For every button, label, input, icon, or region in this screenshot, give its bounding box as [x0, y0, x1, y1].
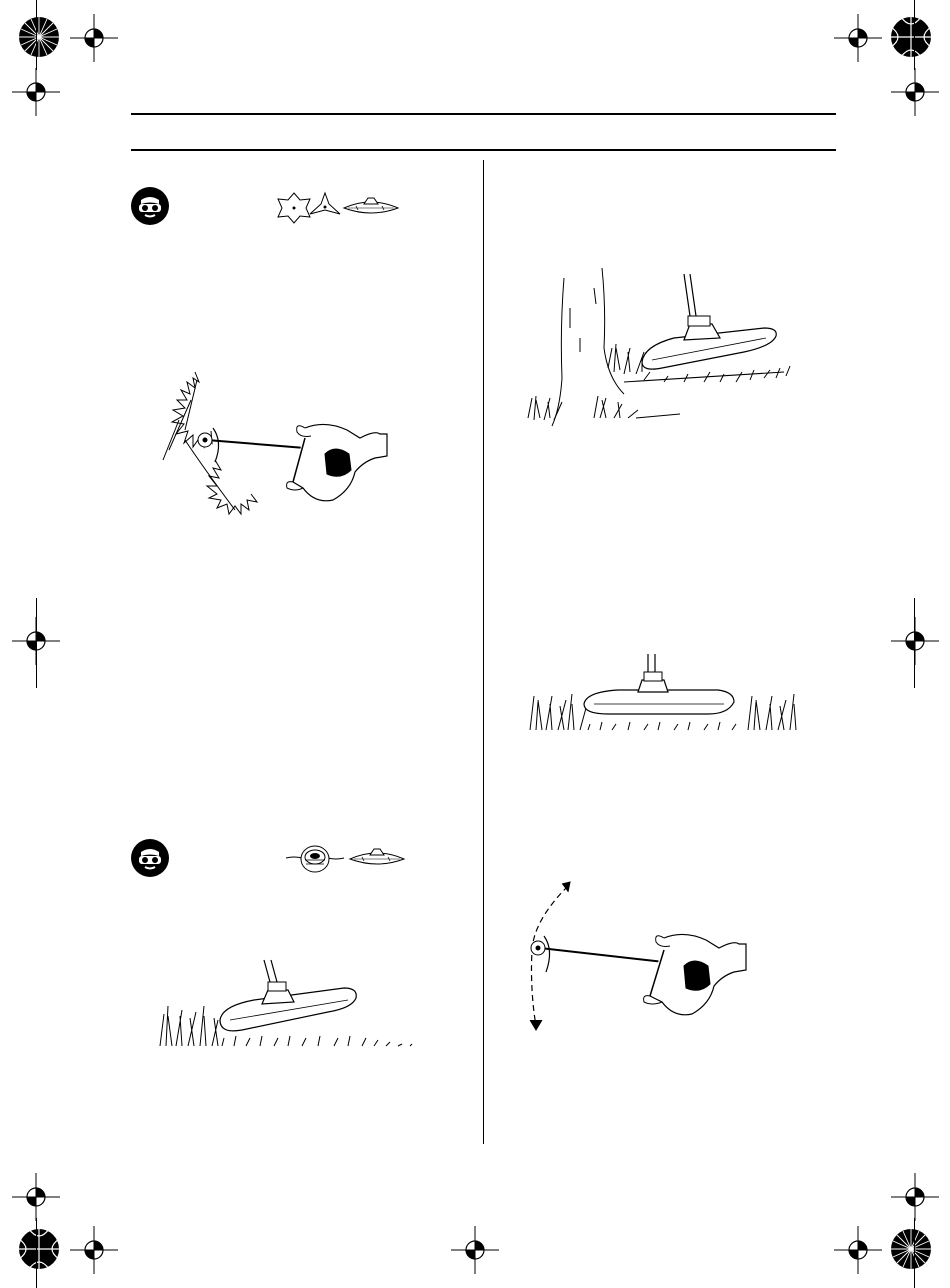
grass-trimming-blade-tilted [158, 958, 418, 1050]
trim-mark [36, 0, 37, 70]
grass-trimming-blade-level [528, 652, 804, 732]
grass-blade-icon [309, 192, 341, 222]
registration-crosshair-icon [834, 1226, 882, 1274]
trimming-around-tree [524, 268, 792, 430]
trim-mark [36, 598, 37, 688]
blade-guard-icon [348, 845, 406, 869]
printer-starburst-icon [18, 16, 60, 58]
registration-crosshair-icon [834, 14, 882, 62]
header-rule-bottom [131, 149, 836, 151]
printer-starburst-icon [18, 1228, 60, 1270]
blade-guard-icon [342, 194, 400, 218]
registration-crosshair-icon [70, 14, 118, 62]
printer-starburst-icon [890, 16, 932, 58]
sweeping-operator-top-view [514, 880, 750, 1048]
registration-crosshair-icon [891, 68, 939, 116]
registration-crosshair-icon [70, 1226, 118, 1274]
registration-crosshair-icon [891, 617, 939, 665]
registration-crosshair-icon [12, 68, 60, 116]
grass-blade-icon [276, 192, 312, 224]
header-rule-top [131, 113, 836, 115]
column-divider [483, 160, 484, 1144]
protective-goggles-icon [130, 838, 170, 878]
trim-mark [914, 1218, 915, 1288]
registration-crosshair-icon [12, 1173, 60, 1221]
protective-goggles-icon [130, 186, 170, 226]
registration-crosshair-icon [451, 1226, 499, 1274]
trim-mark [36, 1218, 37, 1288]
trim-mark [914, 0, 915, 70]
trimmer-head-icon [284, 842, 346, 876]
clearing-saw-operator-top-view [155, 370, 390, 522]
printer-starburst-icon [890, 1228, 932, 1270]
trim-mark [914, 598, 915, 688]
registration-crosshair-icon [891, 1173, 939, 1221]
